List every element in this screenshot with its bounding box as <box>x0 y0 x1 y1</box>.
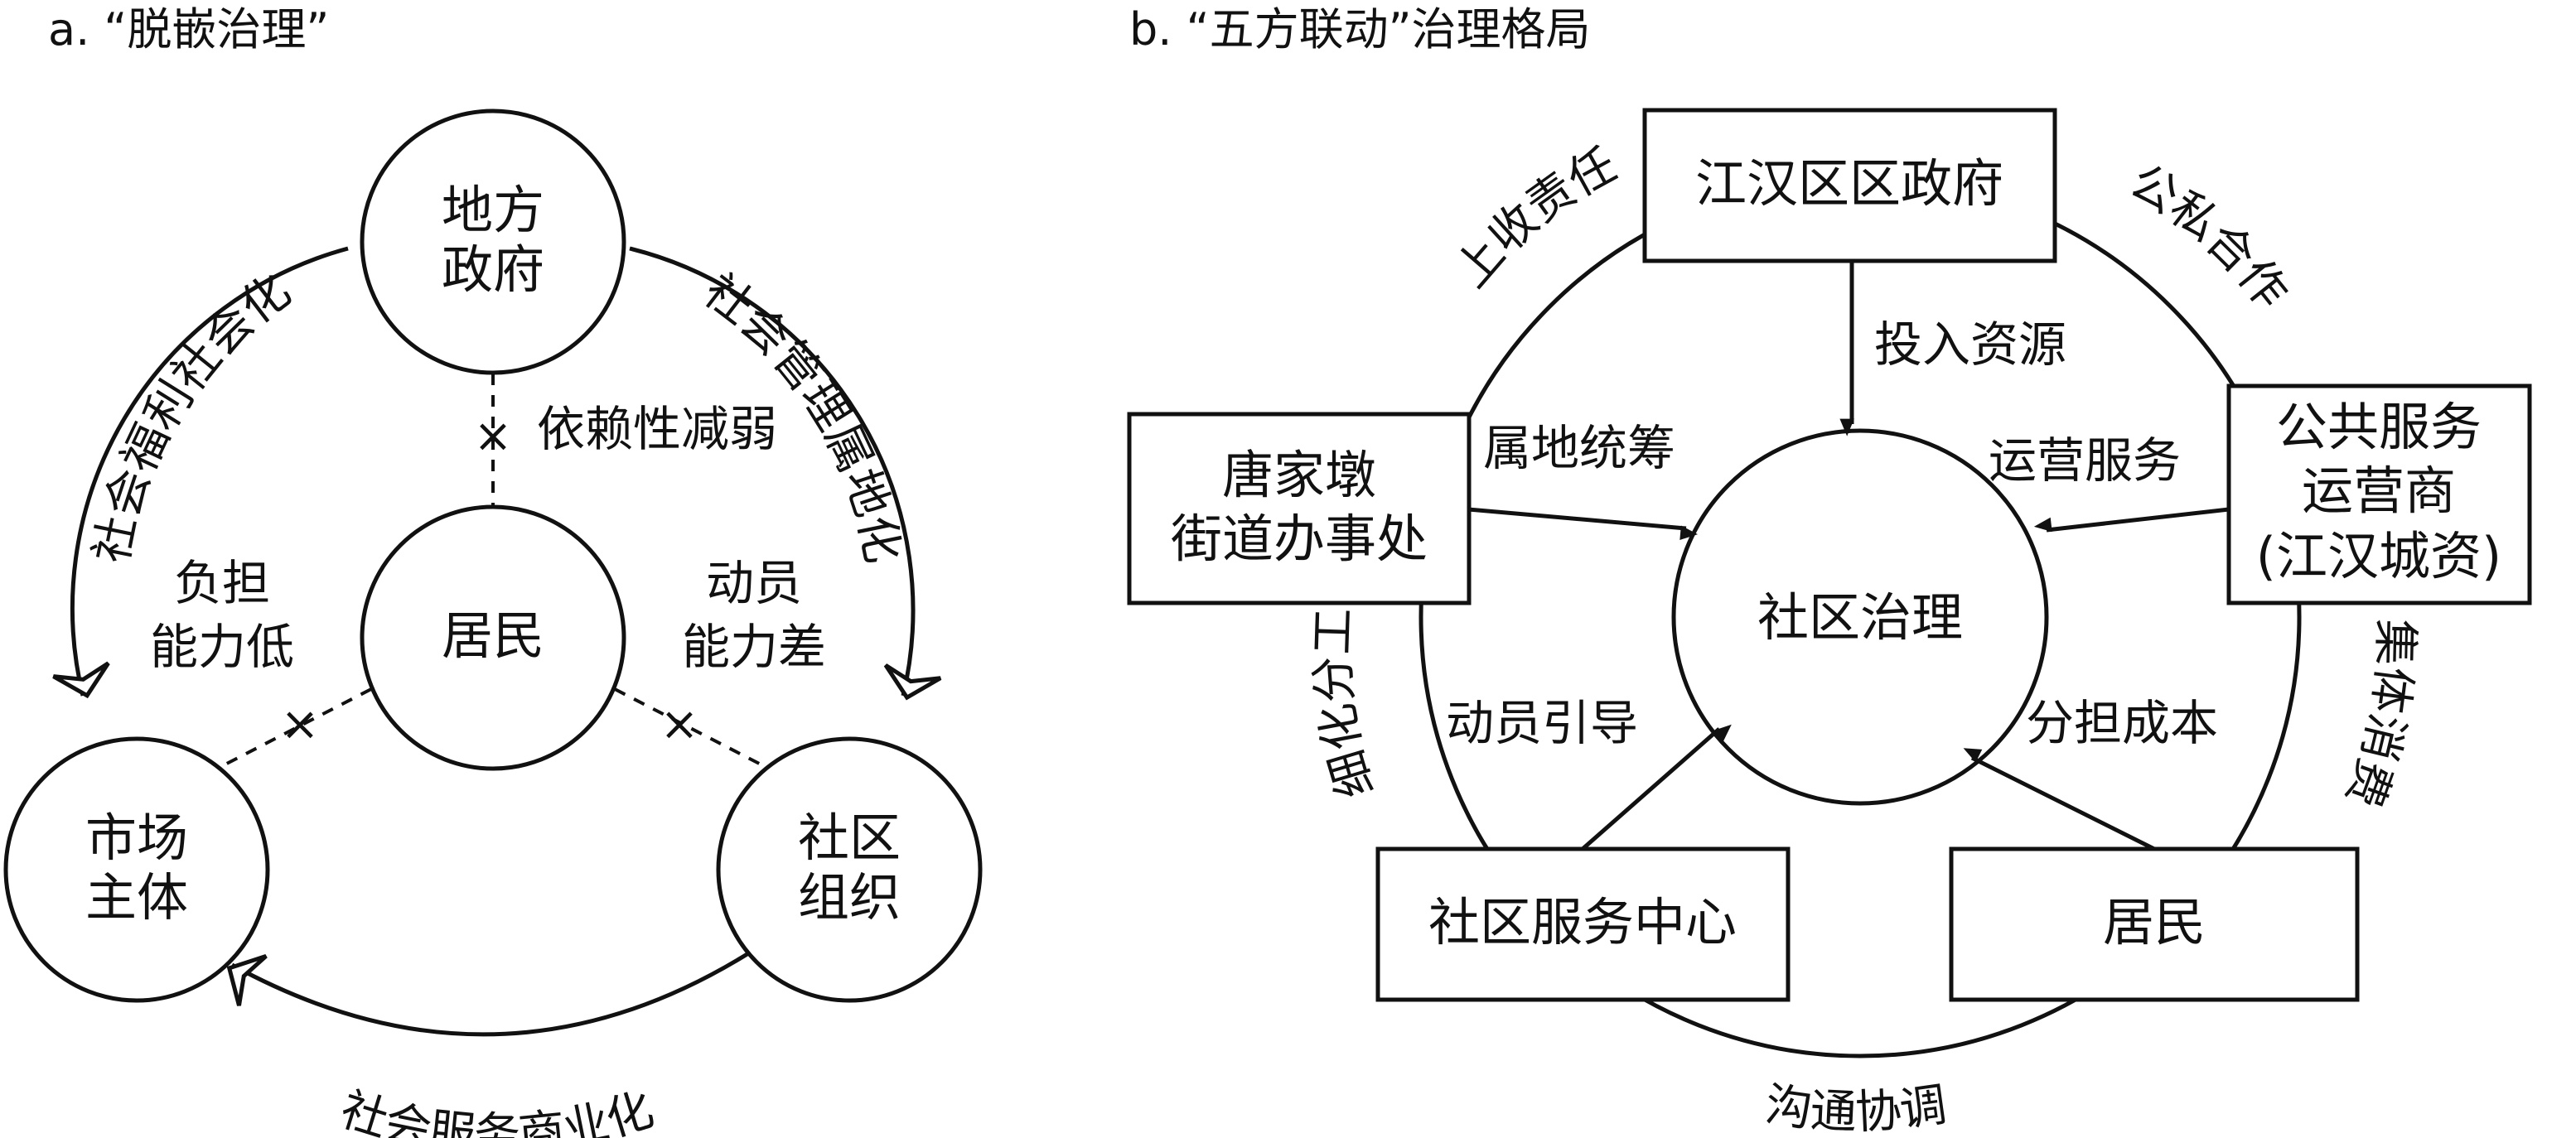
box-subdistrict-line1: 唐家墩 <box>1222 445 1376 505</box>
node-local-government <box>360 108 626 375</box>
node-government-line2: 政府 <box>442 239 544 300</box>
node-market-line2: 主体 <box>85 867 188 928</box>
node-community-org <box>716 736 983 1003</box>
box-operator-line2: 运营商 <box>2302 461 2456 521</box>
label-share-cost: 分担成本 <box>2026 695 2218 751</box>
arc-left <box>52 246 349 699</box>
box-service-operator <box>2226 383 2532 605</box>
center-label: 社区治理 <box>1757 587 1963 648</box>
link-residents-market <box>216 687 372 770</box>
node-residents-label: 居民 <box>442 605 544 666</box>
node-government-line1: 地方 <box>442 180 544 240</box>
box-service-center <box>1375 846 1791 1002</box>
panel-a: a. “脱嵌治理” × × × 地方 政府 居民 市场 主体 社区 组织 依赖性… <box>3 3 983 1138</box>
cut-mark-left: × <box>281 697 320 751</box>
node-market-entity <box>3 736 270 1003</box>
label-burden-line1: 负担 <box>174 555 270 611</box>
label-burden-line2: 能力低 <box>150 619 294 675</box>
cut-mark-top: × <box>474 409 513 463</box>
panel-b: b. “五方联动”治理格局 社区治理 江汉区区政府 唐家墩 街道办事处 公共服务… <box>1127 3 2532 1138</box>
arc-label-division-of-labor: 细化分工 <box>1306 607 1385 803</box>
label-dependency-weakened: 依赖性减弱 <box>537 401 777 457</box>
node-residents <box>360 504 626 771</box>
arc-label-communication: 沟通协调 <box>1762 1078 1950 1138</box>
arrow-subdistrict-to-center <box>1467 507 1699 540</box>
arc-label-welfare: 社会福利社会化 <box>85 263 301 567</box>
arc-label-collective-consumption: 集体消费 <box>2336 619 2423 814</box>
arc-label-public-private: 公私合作 <box>2120 154 2298 319</box>
label-mobilize-line1: 动员 <box>706 555 802 611</box>
panel-b-heading: b. “五方联动”治理格局 <box>1129 3 1591 55</box>
box-operator-line1: 公共服务 <box>2276 397 2482 457</box>
box-service-center-label: 社区服务中心 <box>1428 892 1737 952</box>
node-community-governance <box>1671 428 2049 806</box>
label-operation-service: 运营服务 <box>1989 432 2181 489</box>
arrow-servicecenter-to-center <box>1581 724 1732 851</box>
panel-a-heading: a. “脱嵌治理” <box>48 3 329 55</box>
node-org-line1: 社区 <box>798 808 901 868</box>
arrow-residents-to-center <box>1963 748 2156 851</box>
label-mobilize-guide: 动员引导 <box>1446 695 1638 751</box>
label-territorial-coordination: 属地统筹 <box>1483 420 1675 476</box>
arc-right <box>629 246 942 701</box>
cut-mark-right: × <box>660 697 699 751</box>
arc-bottom <box>226 950 752 1037</box>
node-org-line2: 组织 <box>798 867 901 928</box>
box-district-label: 江汉区区政府 <box>1695 153 2003 214</box>
box-residents <box>1949 846 2360 1002</box>
label-invest-resources: 投入资源 <box>1874 316 2066 373</box>
node-market-line1: 市场 <box>85 808 188 868</box>
box-operator-line3: (江汉城资) <box>2256 526 2501 586</box>
box-subdistrict-office <box>1127 412 1472 605</box>
arc-label-take-responsibility: 上收责任 <box>1444 137 1625 298</box>
box-subdistrict-line2: 街道办事处 <box>1171 509 1428 569</box>
arc-label-commercialization: 社会服务商业化 <box>335 1083 660 1138</box>
box-district-government <box>1642 108 2057 263</box>
link-residents-org <box>614 687 770 770</box>
arrow-operator-to-center <box>2033 507 2230 533</box>
label-mobilize-line2: 能力差 <box>682 619 826 675</box>
box-residents-label: 居民 <box>2103 892 2206 952</box>
